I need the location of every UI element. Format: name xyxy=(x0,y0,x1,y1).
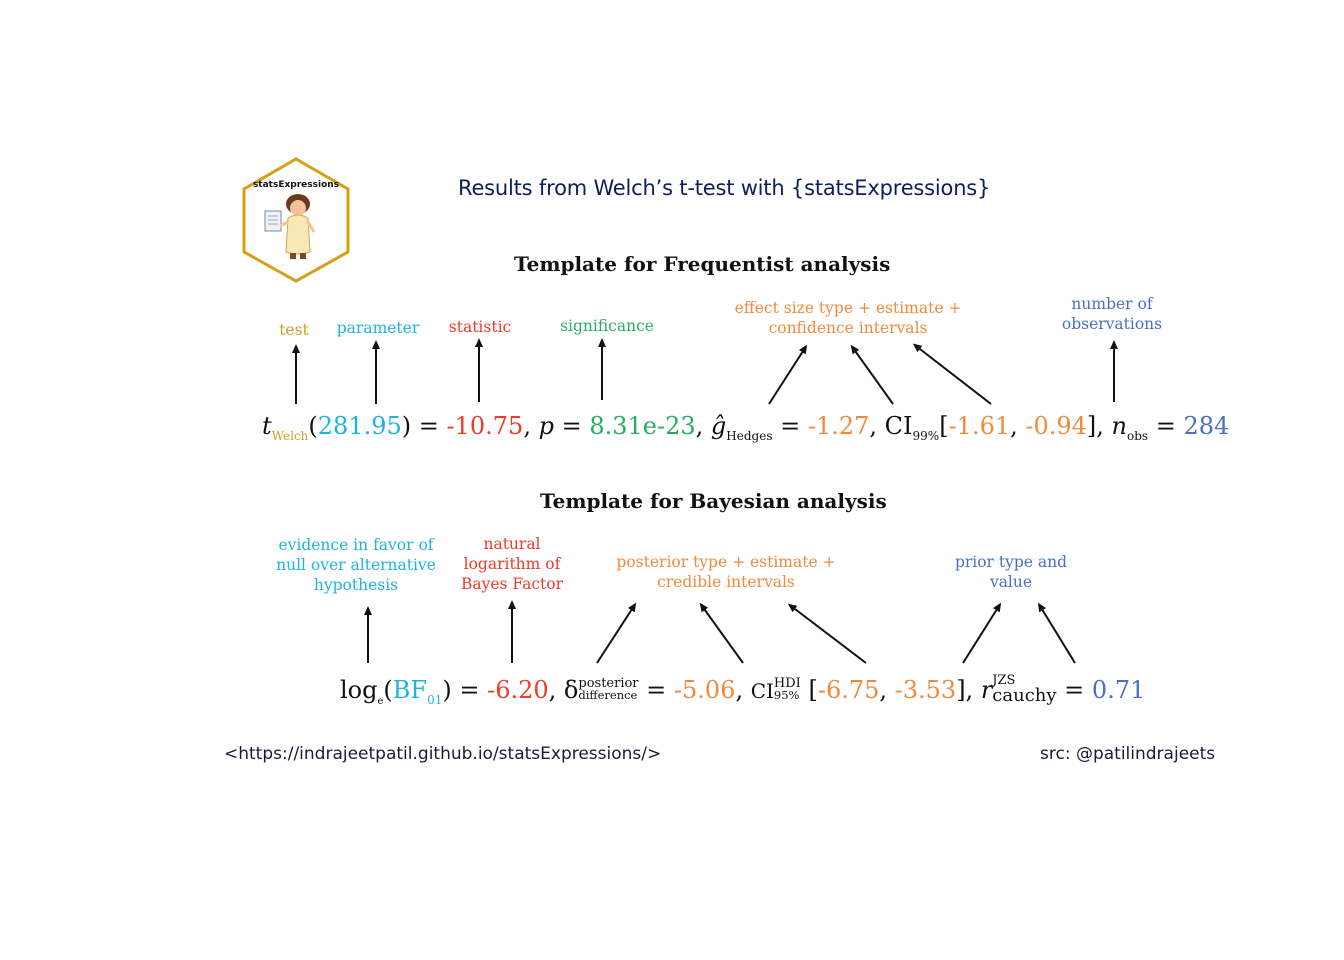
n-symbol: n xyxy=(1111,412,1128,440)
logo-text: statsExpressions xyxy=(252,180,340,190)
label-evidence-line1: evidence in favor of xyxy=(278,536,434,554)
arrow-prior-2 xyxy=(1037,602,1076,664)
footer-url[interactable]: <https://indrajeetpatil.github.io/statsE… xyxy=(224,744,662,764)
label-evidence-line3: hypothesis xyxy=(313,576,399,594)
ci-superscript: HDI xyxy=(773,676,801,692)
bf-symbol: BF xyxy=(392,676,428,704)
prior-value: 0.71 xyxy=(1091,676,1146,704)
label-log-bf: natural logarithm of Bayes Factor xyxy=(452,534,572,594)
arrow-posterior-3 xyxy=(787,603,867,664)
ci-symbol-bayes: CI xyxy=(750,679,774,703)
label-prior-line1: prior type and xyxy=(954,553,1068,571)
page-title: Results from Welch’s t-test with {statsE… xyxy=(458,176,991,200)
ci-subscript: 99% xyxy=(912,428,940,443)
log-subscript: e xyxy=(377,695,384,707)
bayesian-heading: Template for Bayesian analysis xyxy=(540,489,887,513)
stat-value: -10.75 xyxy=(446,412,524,440)
g-symbol: ĝ xyxy=(710,412,727,440)
label-prior: prior type and value xyxy=(946,552,1076,592)
label-obs-line2: observations xyxy=(1061,315,1163,333)
t-symbol: t xyxy=(262,412,272,440)
ci-high-bayes: -3.53 xyxy=(894,676,957,704)
ci-low-bayes: -6.75 xyxy=(817,676,880,704)
label-posterior-line2: credible intervals xyxy=(657,573,795,591)
arrow-effect-3 xyxy=(912,343,992,405)
hexagon-logo-icon xyxy=(242,157,350,283)
ci-subscript-bayes: 95% xyxy=(773,688,800,703)
df-value: 281.95 xyxy=(317,412,402,440)
label-significance: significance xyxy=(560,317,654,335)
label-posterior-line1: posterior type + estimate + xyxy=(616,553,836,571)
r-superscript: JZS xyxy=(992,673,1016,688)
arrow-posterior-2 xyxy=(699,602,744,664)
g-value: -1.27 xyxy=(807,412,870,440)
label-observations: number of observations xyxy=(1052,294,1172,334)
arrow-effect-1 xyxy=(768,344,808,405)
label-log-line3: Bayes Factor xyxy=(460,575,564,593)
delta-symbol: δ xyxy=(563,676,579,704)
label-evidence-line2: null over alternative xyxy=(276,556,436,574)
label-log-line1: natural xyxy=(483,535,541,553)
label-prior-line2: value xyxy=(989,573,1033,591)
footer-source: src: @patilindrajeets xyxy=(1040,744,1216,764)
label-log-line2: logarithm of xyxy=(463,555,561,573)
g-subscript: Hedges xyxy=(726,428,773,443)
label-statistic: statistic xyxy=(448,318,512,336)
log-symbol: log xyxy=(340,676,378,704)
r-subscript: cauchy xyxy=(992,685,1057,706)
p-symbol: p xyxy=(538,412,554,440)
n-subscript: obs xyxy=(1127,428,1149,443)
frequentist-expression: tWelch(281.95) = -10.75, p = 8.31e-23, ĝ… xyxy=(262,412,1230,443)
label-parameter: parameter xyxy=(336,319,420,337)
n-value: 284 xyxy=(1183,412,1230,440)
label-evidence: evidence in favor of null over alternati… xyxy=(266,535,446,595)
log-bf-value: -6.20 xyxy=(487,676,549,704)
label-effect-line2: confidence intervals xyxy=(768,319,928,337)
label-effect-size: effect size type + estimate + confidence… xyxy=(728,298,968,338)
bf-subscript: 01 xyxy=(427,692,443,707)
label-test: test xyxy=(279,321,309,339)
arrow-posterior-1 xyxy=(596,602,637,664)
r-symbol: r xyxy=(980,676,993,704)
delta-subscript: difference xyxy=(578,688,638,703)
arrow-prior-1 xyxy=(962,602,1002,664)
delta-superscript: posterior xyxy=(578,676,639,692)
ci-symbol: CI xyxy=(884,412,913,440)
t-subscript: Welch xyxy=(271,428,309,443)
logo-hexagon: statsExpressions xyxy=(240,156,352,284)
label-posterior: posterior type + estimate + credible int… xyxy=(606,552,846,592)
ci-low: -1.61 xyxy=(948,412,1011,440)
arrow-effect-2 xyxy=(850,344,894,405)
estimate-value: -5.06 xyxy=(673,676,736,704)
p-value: 8.31e-23 xyxy=(589,412,696,440)
label-obs-line1: number of xyxy=(1071,295,1153,313)
frequentist-heading: Template for Frequentist analysis xyxy=(514,252,891,276)
ci-high: -0.94 xyxy=(1025,412,1087,440)
label-effect-line1: effect size type + estimate + xyxy=(734,299,962,317)
